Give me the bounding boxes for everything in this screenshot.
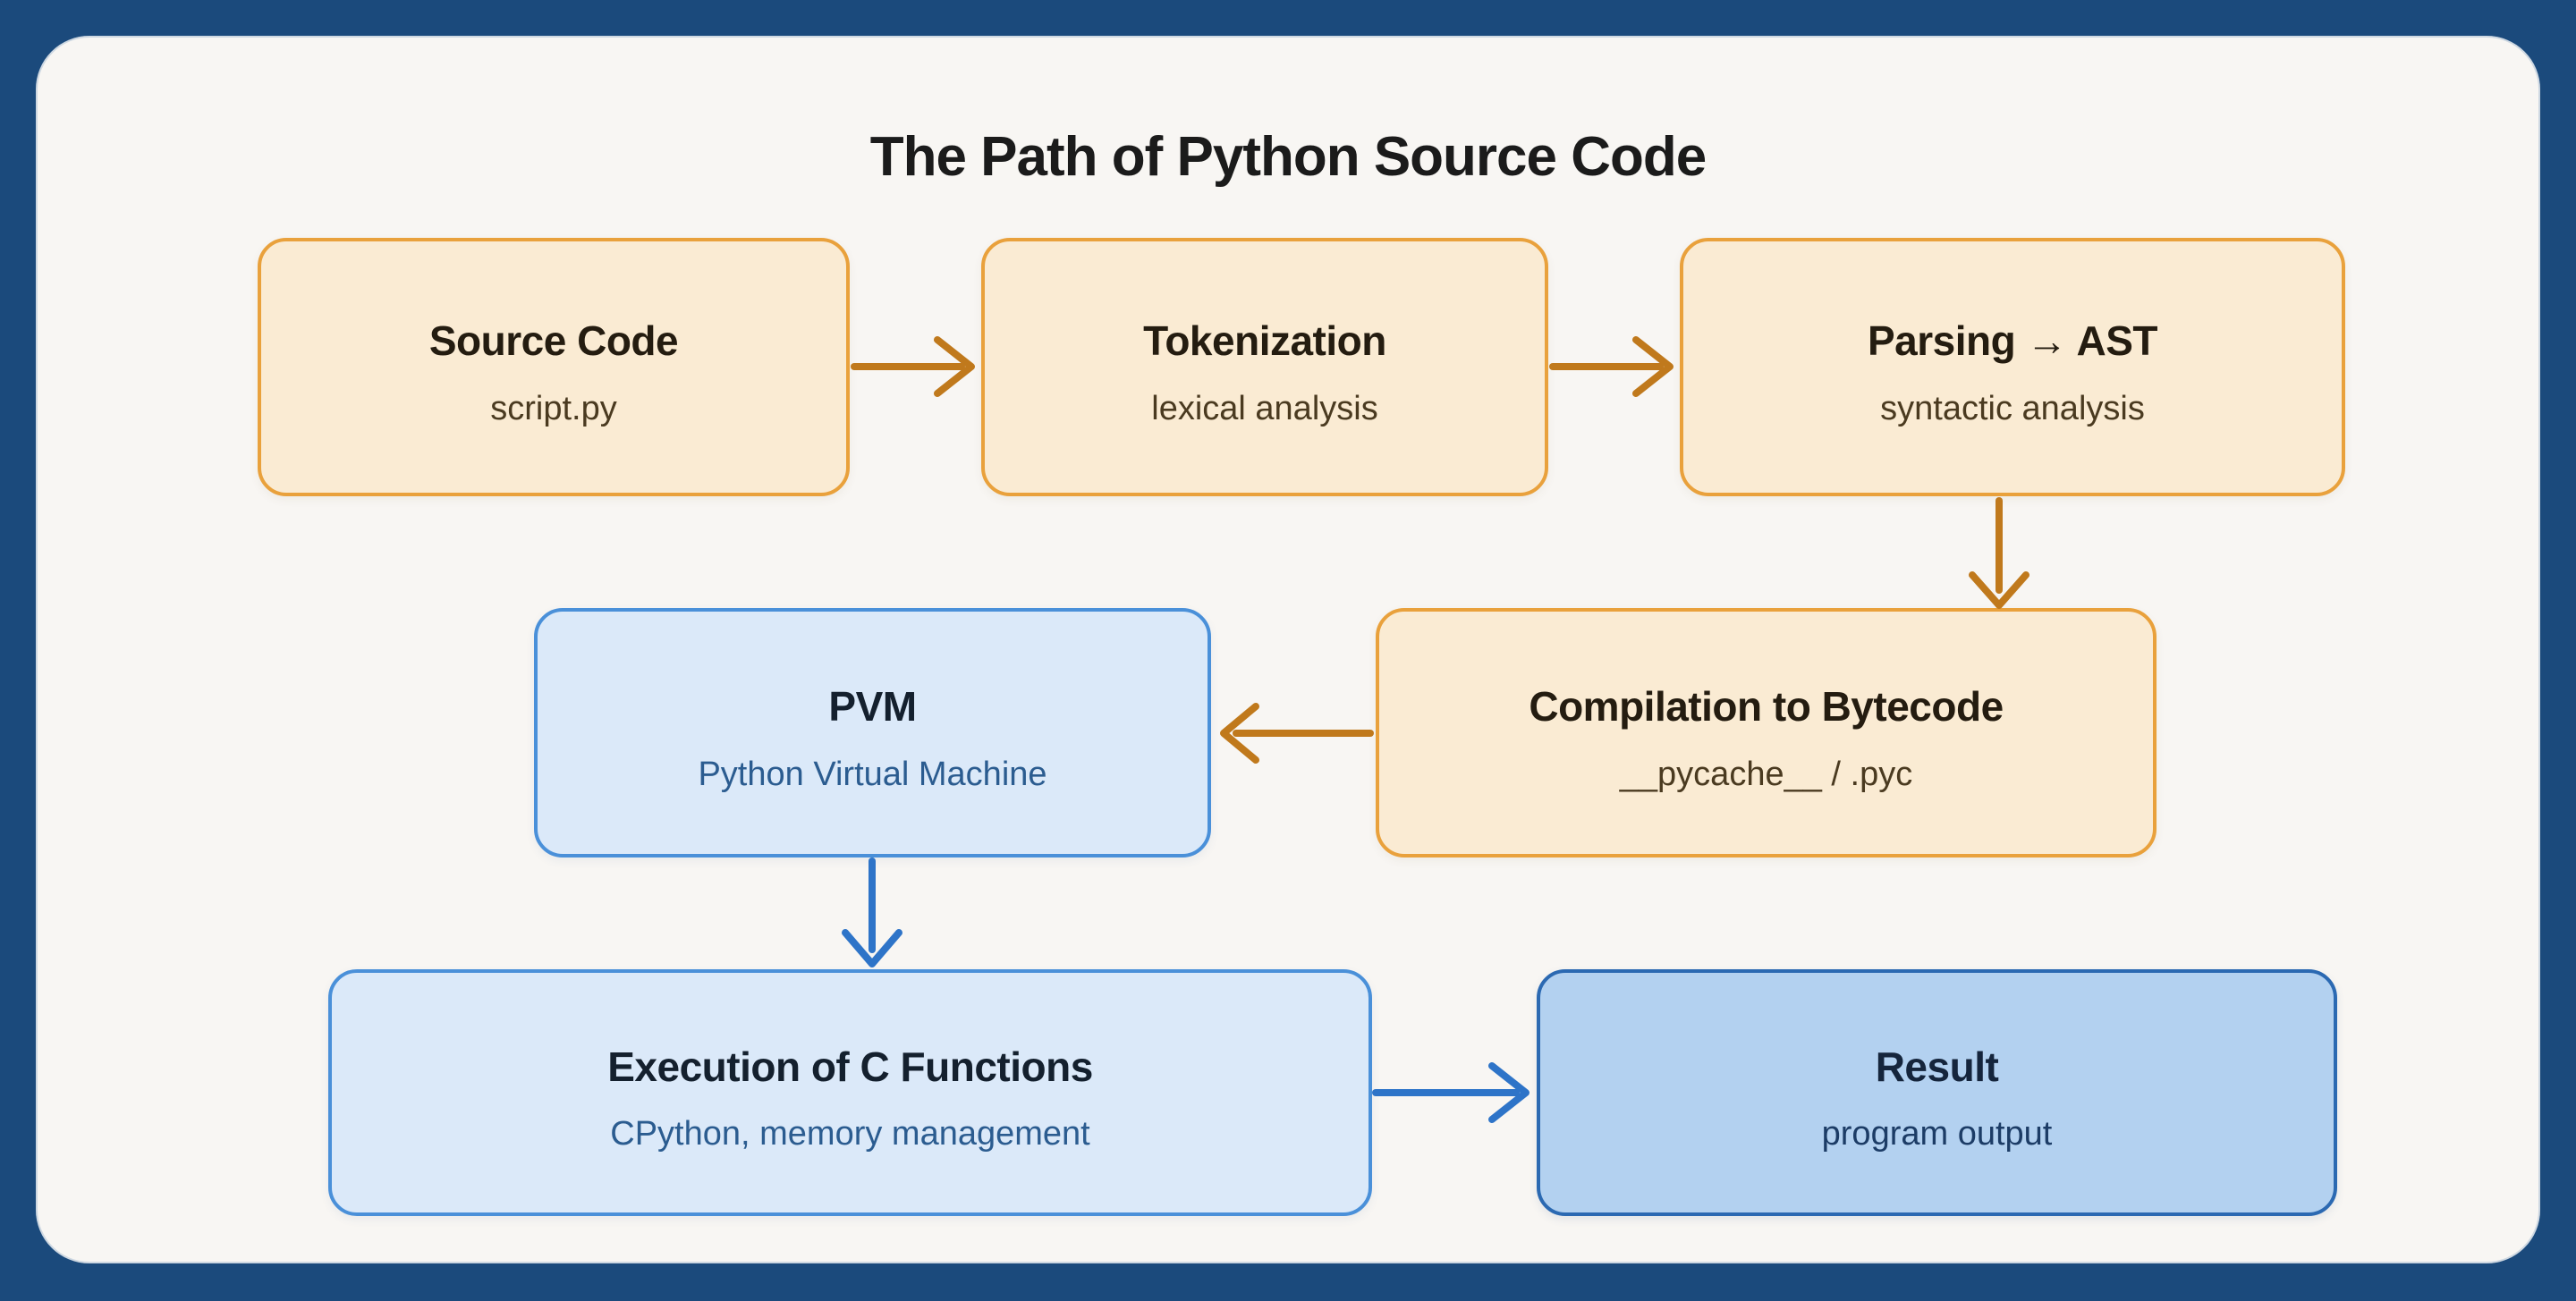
node-title: Execution of C Functions (607, 1043, 1093, 1090)
node-pvm: PVM Python Virtual Machine (534, 608, 1211, 857)
node-subtitle: program output (1821, 1115, 2053, 1153)
node-result: Result program output (1537, 969, 2337, 1216)
node-subtitle: Python Virtual Machine (698, 755, 1047, 793)
node-execution-c-functions: Execution of C Functions CPython, memory… (328, 969, 1372, 1216)
node-parsing-ast: Parsing → AST syntactic analysis (1680, 238, 2345, 496)
diagram-card: The Path of Python Source Code Source Co… (36, 36, 2540, 1263)
node-subtitle: __pycache__ / .pyc (1619, 755, 1913, 793)
node-title: Tokenization (1143, 317, 1386, 365)
node-tokenization: Tokenization lexical analysis (981, 238, 1548, 496)
node-title: PVM (828, 683, 917, 731)
node-title: Source Code (428, 317, 679, 365)
node-title: Result (1875, 1043, 1999, 1090)
page-title: The Path of Python Source Code (869, 126, 1707, 188)
node-subtitle: script.py (490, 389, 617, 427)
node-source-code: Source Code script.py (258, 238, 850, 496)
node-title: Parsing → AST (1867, 317, 2158, 365)
node-subtitle: syntactic analysis (1880, 389, 2145, 427)
node-compilation-bytecode: Compilation to Bytecode __pycache__ / .p… (1376, 608, 2157, 857)
node-subtitle: lexical analysis (1151, 389, 1378, 427)
node-subtitle: CPython, memory management (610, 1115, 1090, 1153)
node-title: Compilation to Bytecode (1529, 683, 2004, 731)
